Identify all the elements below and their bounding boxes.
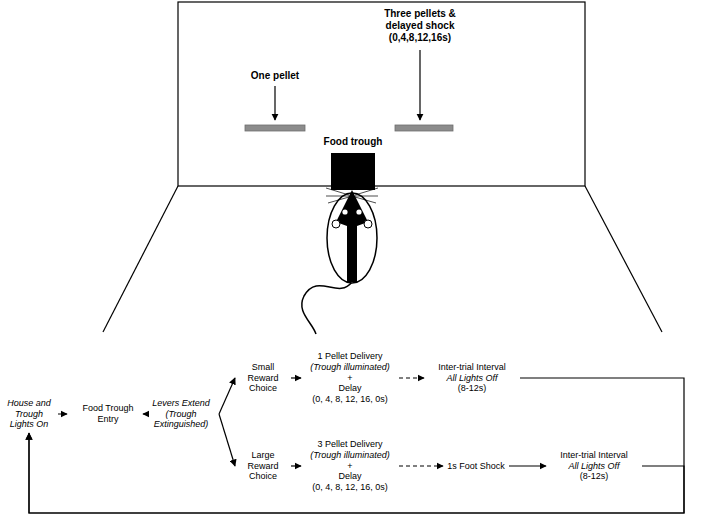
step-text: (0, 4, 8, 12, 16, 0s)	[305, 394, 395, 405]
flow-arrow	[29, 378, 684, 513]
flow-arrow	[509, 465, 546, 466]
callout-label: Food trough	[313, 136, 393, 148]
step-text: Inter-trial Interval	[428, 362, 516, 373]
flow-step: House and Trough Lights On	[2, 397, 56, 431]
step-text: All Lights Off	[550, 461, 638, 472]
flow-step: Food Trough Entry	[69, 402, 147, 426]
rat-ear	[332, 220, 340, 228]
step-text: Delay	[305, 383, 395, 394]
step-text: Levers Extend	[147, 398, 215, 409]
flow-arrow	[219, 378, 235, 414]
step-text: (Trough Extinguished)	[147, 409, 215, 431]
rat	[302, 188, 378, 334]
step-text: (8-12s)	[550, 471, 638, 482]
flow-step: 1 Pellet Delivery(Trough illuminated)+De…	[303, 350, 397, 406]
flow-arrow	[143, 413, 149, 414]
step-text: 1 Pellet Delivery	[305, 351, 395, 362]
flow-step: Inter-trial IntervalAll Lights Off(8-12s…	[426, 361, 518, 395]
flow-arrow	[291, 377, 301, 378]
rat-ear	[364, 220, 372, 228]
step-text: +	[305, 461, 395, 472]
flow-arrow	[219, 414, 235, 466]
rat-eye	[356, 209, 361, 214]
rat-head-stripe	[336, 190, 368, 282]
step-text: All Lights Off	[428, 373, 516, 384]
pointer-arrow	[274, 86, 275, 120]
left-lever	[245, 125, 305, 131]
step-text: Food Trough Entry	[71, 403, 145, 425]
flow-arrow	[399, 465, 443, 466]
step-text: 3 Pellet Delivery	[305, 439, 395, 450]
flow-step: Small Reward Choice	[237, 361, 289, 395]
flow-arrow	[399, 377, 424, 378]
step-text: Delay	[305, 471, 395, 482]
rat-tail	[302, 282, 352, 334]
step-text: 1s Foot Shock	[447, 461, 505, 472]
flow-step: 1s Foot Shock	[445, 460, 507, 473]
step-text: (Trough illuminated)	[305, 450, 395, 461]
step-text: Small Reward Choice	[239, 362, 287, 394]
floor-edge	[103, 186, 178, 332]
food-trough	[331, 153, 375, 190]
flow-step: Inter-trial IntervalAll Lights Off(8-12s…	[548, 449, 640, 483]
right-lever	[395, 125, 453, 131]
rat-whiskers	[326, 188, 378, 203]
step-text: House and Trough Lights On	[4, 398, 54, 430]
floor-edge	[585, 186, 662, 332]
step-text: Inter-trial Interval	[550, 450, 638, 461]
step-text: +	[305, 373, 395, 384]
back-wall	[178, 2, 585, 186]
flow-step: 3 Pellet Delivery(Trough illuminated)+De…	[303, 438, 397, 494]
step-text: (0, 4, 8, 12, 16, 0s)	[305, 482, 395, 493]
flow-step: Large Reward Choice	[237, 449, 289, 483]
step-text: (8-12s)	[428, 383, 516, 394]
rat-eye	[342, 209, 347, 214]
step-text: (Trough illuminated)	[305, 362, 395, 373]
flow-step: Levers Extend(Trough Extinguished)	[145, 397, 217, 431]
callout-label: Three pellets & delayed shock (0,4,8,12,…	[368, 8, 472, 44]
pointer-arrow	[419, 50, 420, 120]
flow-arrow	[29, 433, 684, 513]
flow-arrow	[291, 465, 301, 466]
step-text: Large Reward Choice	[239, 450, 287, 482]
callout-label: One pellet	[235, 70, 315, 82]
flow-arrow	[58, 413, 67, 414]
